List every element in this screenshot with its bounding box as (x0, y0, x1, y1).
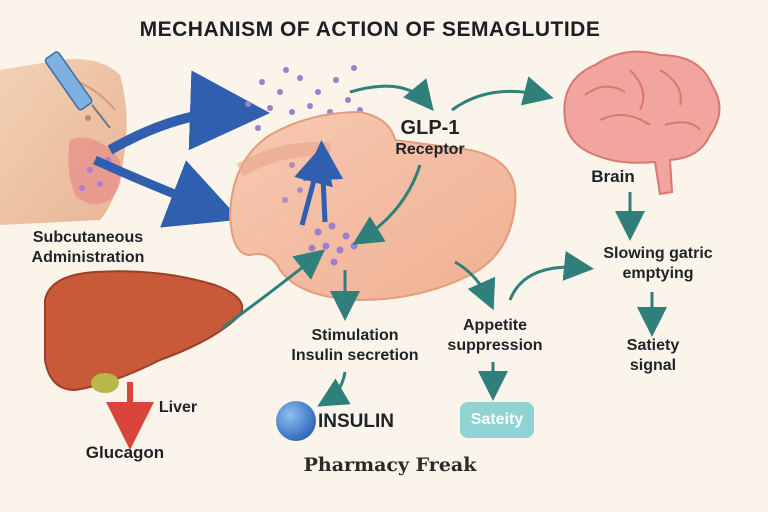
insulin-sphere-icon (276, 401, 316, 441)
syringe-icon (44, 51, 111, 129)
arrow-to-slowing (508, 250, 594, 301)
sateity-badge: Sateity (460, 402, 534, 438)
label-stimulation: Stimulation Insulin secretion (291, 327, 419, 364)
arrow-to-insulin (317, 371, 351, 407)
label-brain: Brain (591, 167, 635, 186)
brand-wordmark: Pharmacy Freak (303, 454, 477, 476)
torso-icon (0, 59, 127, 225)
label-satiety-signal: Satiety signal (626, 337, 680, 374)
brain-icon (563, 50, 721, 196)
liver-icon (44, 270, 244, 393)
label-subcutaneous: Subcutaneous Administration (31, 229, 145, 266)
injection-arrow-lower (93, 155, 241, 228)
receptor-arrow-b (303, 140, 344, 223)
injection-arrow-upper (107, 70, 270, 155)
label-appetite: Appetite suppression (447, 317, 543, 354)
label-liver: Liver (158, 399, 198, 416)
arrow-to-appetite (454, 260, 496, 311)
arrow-molecules-to-receptor (349, 78, 434, 111)
page-title: MECHANISM OF ACTION OF SEMAGLUTIDE (139, 18, 601, 41)
arrow-receptor-to-brain (451, 76, 554, 112)
label-glucagon: Glucagon (85, 443, 165, 462)
arrow-liver-to-pancreas (221, 249, 326, 330)
label-receptor: Receptor (395, 141, 465, 158)
label-slowing: Slowing gatric emptying (603, 245, 713, 282)
arrow-receptor-to-pancreas (352, 164, 422, 245)
label-insulin: INSULIN (318, 411, 394, 432)
label-glp1: GLP-1 (400, 117, 460, 139)
